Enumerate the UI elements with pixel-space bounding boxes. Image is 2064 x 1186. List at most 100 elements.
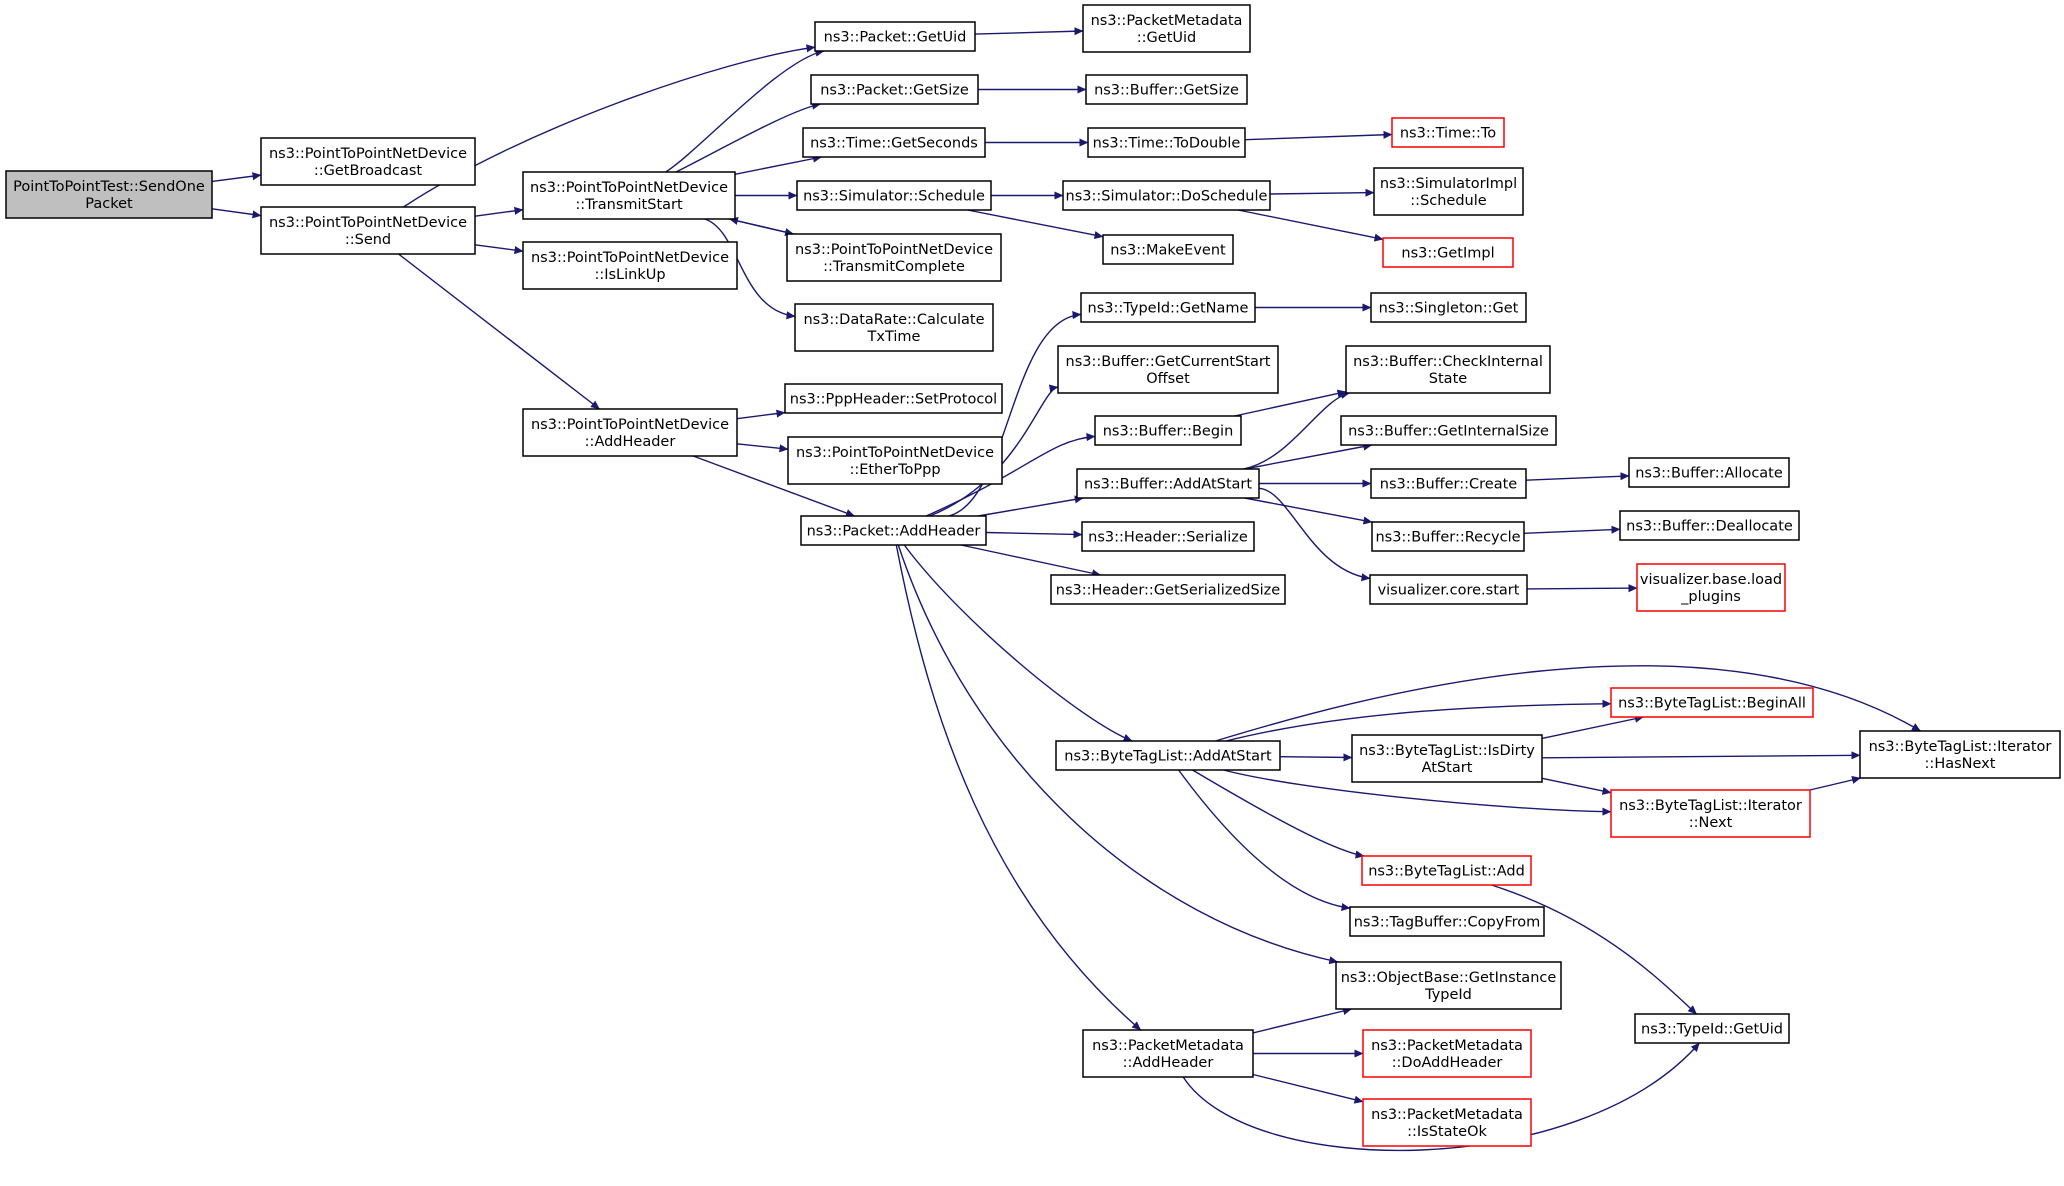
node-label: PointToPointTest::SendOne — [13, 179, 205, 195]
node-label: ns3::PacketMetadata — [1371, 1107, 1523, 1123]
node-simimpl-schedule[interactable]: ns3::SimulatorImpl::Schedule — [1373, 167, 1524, 216]
node-buf-recycle[interactable]: ns3::Buffer::Recycle — [1371, 521, 1525, 552]
node-buf-deallocate[interactable]: ns3::Buffer::Deallocate — [1619, 510, 1800, 541]
node-label: ::Next — [1689, 815, 1733, 831]
node-p2p-transmitstart[interactable]: ns3::PointToPointNetDevice::TransmitStar… — [522, 171, 736, 220]
node-tagbuf-copyfrom[interactable]: ns3::TagBuffer::CopyFrom — [1349, 906, 1545, 937]
node-pm-isstateok[interactable]: ns3::PacketMetadata::IsStateOk — [1362, 1098, 1532, 1147]
node-label: ns3::TypeId::GetName — [1088, 301, 1249, 317]
edge-p2p_transmitstart-to-packet_getsize — [675, 101, 822, 173]
node-box — [1610, 687, 1814, 718]
edge-root-to-p2p_getbroadcast — [211, 172, 262, 183]
node-makeevent[interactable]: ns3::MakeEvent — [1102, 234, 1234, 265]
node-buf-begin[interactable]: ns3::Buffer::Begin — [1094, 415, 1242, 446]
node-pm-doaddheader[interactable]: ns3::PacketMetadata::DoAddHeader — [1362, 1029, 1532, 1078]
node-box — [1076, 468, 1260, 499]
edge-btl_addatstart-to-btl_it_hasnext — [1215, 665, 1921, 742]
edge-p2p_transmitcomplete-to-p2p_transmitstart — [728, 217, 794, 235]
node-time-to[interactable]: ns3::Time::To — [1391, 117, 1505, 148]
node-label: ns3::Buffer::Begin — [1103, 424, 1234, 440]
node-box — [786, 233, 1002, 282]
node-label: ns3::Buffer::Allocate — [1635, 466, 1783, 482]
node-buf-allocate[interactable]: ns3::Buffer::Allocate — [1628, 457, 1790, 488]
node-btl-add[interactable]: ns3::ByteTagList::Add — [1361, 855, 1532, 886]
node-vis-core-start[interactable]: visualizer.core.start — [1369, 574, 1528, 605]
node-box — [1087, 127, 1246, 158]
edge-packet_addheader-to-typeid_getname — [948, 311, 1082, 517]
node-p2p-send[interactable]: ns3::PointToPointNetDevice::Send — [260, 206, 476, 255]
node-label: ::TransmitStart — [575, 197, 683, 213]
node-box — [1382, 237, 1514, 268]
node-pm-getuid[interactable]: ns3::PacketMetadata::GetUid — [1082, 4, 1251, 53]
node-box — [1349, 906, 1545, 937]
node-buf-addatstart[interactable]: ns3::Buffer::AddAtStart — [1076, 468, 1260, 499]
node-box — [1369, 574, 1528, 605]
node-label: ::HasNext — [1925, 756, 1996, 772]
node-p2p-getbroadcast[interactable]: ns3::PointToPointNetDevice::GetBroadcast — [260, 137, 476, 186]
node-vis-load-plugins[interactable]: visualizer.base.load_plugins — [1636, 563, 1786, 612]
node-p2p-addheader[interactable]: ns3::PointToPointNetDevice::AddHeader — [522, 408, 738, 457]
node-buf-create[interactable]: ns3::Buffer::Create — [1370, 468, 1527, 499]
node-header-serialize[interactable]: ns3::Header::Serialize — [1081, 521, 1255, 552]
node-packet-getuid[interactable]: ns3::Packet::GetUid — [814, 21, 976, 52]
node-label: ns3::Buffer::CheckInternal — [1353, 354, 1543, 370]
node-label: TypeId — [1424, 987, 1472, 1003]
node-sim-schedule[interactable]: ns3::Simulator::Schedule — [796, 180, 992, 211]
node-time-todouble[interactable]: ns3::Time::ToDouble — [1087, 127, 1246, 158]
node-label: ns3::ByteTagList::Iterator — [1619, 798, 1802, 814]
edge-packet_addheader-to-header_getsersize — [960, 544, 1101, 578]
node-typeid-getname[interactable]: ns3::TypeId::GetName — [1080, 292, 1256, 323]
node-packet-addheader[interactable]: ns3::Packet::AddHeader — [800, 515, 987, 546]
node-singleton-get[interactable]: ns3::Singleton::Get — [1370, 292, 1527, 323]
node-label: ns3::PointToPointNetDevice — [531, 250, 729, 266]
node-btl-it-next[interactable]: ns3::ByteTagList::Iterator::Next — [1610, 789, 1811, 838]
node-box — [1391, 117, 1505, 148]
node-box — [800, 515, 987, 546]
node-ppp-setprotocol[interactable]: ns3::PppHeader::SetProtocol — [784, 383, 1003, 414]
edge-time_todouble-to-time_to — [1244, 130, 1393, 141]
node-label: ns3::Buffer::GetSize — [1094, 83, 1239, 99]
node-label: ns3::PointToPointNetDevice — [796, 445, 994, 461]
edge-btl_it_next-to-btl_it_hasnext — [1809, 776, 1862, 791]
node-sim-doschedule[interactable]: ns3::Simulator::DoSchedule — [1062, 180, 1271, 211]
edge-btl_isdirty-to-btl_it_next — [1541, 777, 1612, 795]
node-p2p-transmitcomplete[interactable]: ns3::PointToPointNetDevice::TransmitComp… — [786, 233, 1002, 282]
node-header-getsersize[interactable]: ns3::Header::GetSerializedSize — [1050, 574, 1286, 605]
node-box — [810, 74, 979, 105]
node-label: State — [1429, 371, 1467, 387]
node-packet-getsize[interactable]: ns3::Packet::GetSize — [810, 74, 979, 105]
node-box — [1361, 855, 1532, 886]
node-label: AtStart — [1422, 760, 1473, 776]
edge-btl_isdirty-to-btl_it_hasnext — [1541, 751, 1861, 760]
node-btl-addatstart[interactable]: ns3::ByteTagList::AddAtStart — [1055, 740, 1281, 771]
node-box — [784, 383, 1003, 414]
node-time-getseconds[interactable]: ns3::Time::GetSeconds — [802, 127, 986, 158]
node-box — [522, 171, 736, 220]
node-label: ns3::ByteTagList::Add — [1368, 864, 1525, 880]
edge-buf_addatstart-to-buf_checkinternal — [1243, 391, 1350, 470]
node-label: ns3::Time::ToDouble — [1093, 136, 1241, 152]
node-label: ns3::Packet::AddHeader — [807, 524, 981, 540]
node-pm-addheader[interactable]: ns3::PacketMetadata::AddHeader — [1082, 1029, 1254, 1078]
node-box — [794, 303, 994, 352]
node-getimpl[interactable]: ns3::GetImpl — [1382, 237, 1514, 268]
node-label: ns3::Header::GetSerializedSize — [1056, 583, 1281, 599]
node-btl-beginall[interactable]: ns3::ByteTagList::BeginAll — [1610, 687, 1814, 718]
node-label: ::EtherToPpp — [849, 462, 940, 478]
node-buf-getsize[interactable]: ns3::Buffer::GetSize — [1085, 74, 1248, 105]
node-p2p-islinkup[interactable]: ns3::PointToPointNetDevice::IsLinkUp — [522, 241, 738, 290]
node-box — [1859, 730, 2061, 779]
node-label: ns3::Buffer::AddAtStart — [1084, 477, 1252, 493]
node-p2p-ethertoppp[interactable]: ns3::PointToPointNetDevice::EtherToPpp — [787, 436, 1003, 485]
node-buf-getinternalsize[interactable]: ns3::Buffer::GetInternalSize — [1340, 415, 1557, 446]
edge-p2p_addheader-to-p2p_ethertoppp — [736, 443, 789, 453]
node-typeid-getuid[interactable]: ns3::TypeId::GetUid — [1634, 1013, 1790, 1044]
node-btl-it-hasnext[interactable]: ns3::ByteTagList::Iterator::HasNext — [1859, 730, 2061, 779]
